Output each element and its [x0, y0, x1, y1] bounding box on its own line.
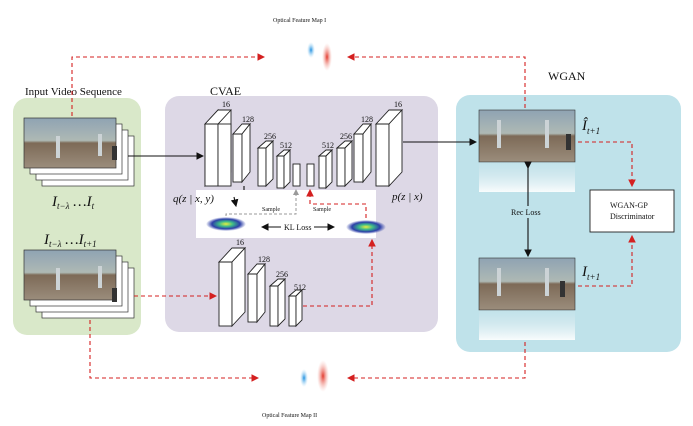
sample-label-red: Sample — [313, 207, 331, 213]
enc-top-ch-2: 128 — [242, 115, 254, 124]
wgan-to-optical-1-arrow — [346, 53, 526, 108]
pred-to-disc-arrow — [578, 141, 636, 188]
bottom-encoder-to-p-arrow — [303, 238, 376, 307]
predicted-frame-label: Ît+1 — [581, 117, 600, 136]
discriminator-box — [589, 189, 675, 233]
input-frames-top — [23, 117, 135, 187]
q-gaussian-plot — [206, 217, 246, 231]
decoder: 512 256 128 16 — [317, 100, 404, 190]
input-frames-bottom — [23, 249, 135, 319]
enc-bot-ch-4: 512 — [294, 283, 306, 292]
enc-top-ch-4: 512 — [280, 141, 292, 150]
cvae-title: CVAE — [210, 84, 241, 98]
enc-bot-ch-1: 16 — [236, 238, 244, 247]
encoder-bottom: 16 128 256 512 — [217, 238, 306, 328]
input-to-optical-1-arrow — [71, 53, 266, 116]
rec-loss-label: Rec Loss — [511, 208, 541, 217]
dec-ch-4: 16 — [394, 100, 402, 109]
optical-map-1-title: Optical Feature Map I — [273, 18, 326, 24]
latent-blocks — [292, 163, 315, 187]
optical-map-1-image — [268, 32, 338, 78]
discriminator-line2: Discriminator — [610, 212, 655, 221]
dec-ch-1: 512 — [322, 141, 334, 150]
wgan-to-optical-2-arrow — [346, 342, 526, 382]
optical-map-2-image — [262, 352, 342, 402]
real-to-disc-arrow — [578, 234, 636, 287]
encoder-top: 16 128 256 512 — [203, 100, 292, 190]
dec-ch-3: 128 — [361, 115, 373, 124]
discriminator-line1: WGAN-GP — [610, 201, 648, 210]
input-sequence-title: Input Video Sequence — [25, 86, 122, 98]
enc-bot-ch-3: 256 — [276, 270, 288, 279]
input-to-optical-2-arrow — [89, 320, 260, 382]
real-frame-image — [478, 257, 576, 340]
p-distribution-label: p(z | x) — [391, 191, 423, 203]
dec-ch-2: 256 — [340, 132, 352, 141]
optical-map-2-title: Optical Feature Map II — [262, 413, 317, 419]
q-arrow — [234, 186, 245, 206]
rec-loss-bg — [506, 206, 552, 218]
enc-top-ch-3: 256 — [264, 132, 276, 141]
sample-path-red — [306, 188, 367, 218]
enc-bot-ch-2: 128 — [258, 255, 270, 264]
input-seq-label-bottom: It−λ …It+1 — [43, 232, 97, 249]
real-frame-label: It+1 — [581, 264, 600, 282]
input-seq-label-top: It−λ …It — [51, 194, 95, 211]
kl-loss-label: KL Loss — [284, 223, 311, 232]
wgan-title: WGAN — [548, 69, 586, 83]
enc-top-ch-1: 16 — [222, 100, 230, 109]
sample-path-gray — [225, 189, 299, 216]
q-distribution-label: q(z | x, y) — [173, 193, 214, 205]
predicted-frame-image — [478, 109, 576, 192]
p-gaussian-plot — [346, 220, 386, 234]
sample-label-gray: Sample — [262, 207, 280, 213]
